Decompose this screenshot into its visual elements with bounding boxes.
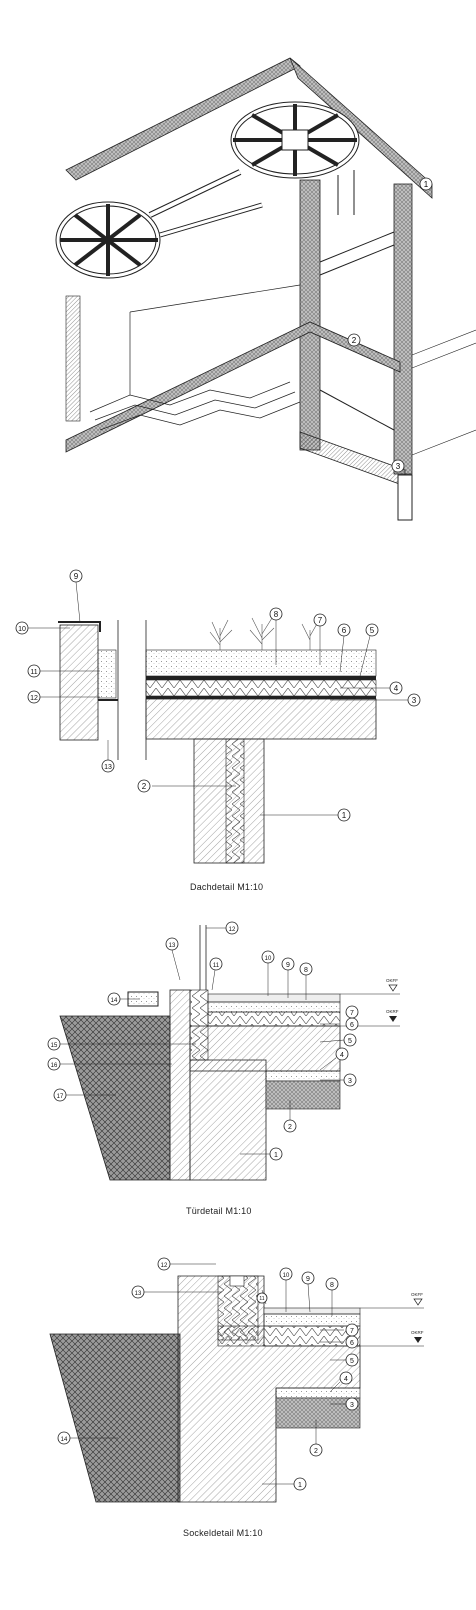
door-callout-15: 15 <box>51 1043 58 1049</box>
plinth-callout-2: 2 <box>314 1448 318 1455</box>
plinth-callout-3: 3 <box>350 1402 354 1409</box>
door-callout-5: 5 <box>348 1038 352 1045</box>
ceiling-wheel-upper <box>230 101 360 179</box>
plinth-callout-4: 4 <box>344 1376 348 1383</box>
plinth-callout-6: 6 <box>350 1340 354 1347</box>
roof-detail: 1 2 3 4 5 6 7 8 9 10 11 12 13 <box>15 569 421 864</box>
stairs <box>89 284 301 431</box>
plinth-callout-13: 13 <box>135 1291 142 1297</box>
roof-callout-2: 2 <box>142 782 147 791</box>
door-level-okrf: OKRF <box>386 1009 399 1014</box>
plinth-callout-1: 1 <box>298 1482 302 1489</box>
isometric-view: 1 2 3 <box>55 57 476 521</box>
door-callout-12: 12 <box>229 927 236 933</box>
plinth-callout-10: 10 <box>283 1273 290 1279</box>
plinth-callout-8: 8 <box>330 1282 334 1289</box>
door-callout-10: 10 <box>265 956 272 962</box>
roof-callout-11: 11 <box>30 669 37 676</box>
plinth-callout-14: 14 <box>61 1437 68 1443</box>
plinth-detail: OKFF OKRF <box>49 1257 424 1503</box>
iso-callout-2: 2 <box>352 336 357 345</box>
door-callout-13: 13 <box>169 943 176 949</box>
roof-callout-12: 12 <box>30 695 38 702</box>
plinth-callout-5: 5 <box>350 1358 354 1365</box>
plinth-callout-11: 11 <box>259 1296 264 1302</box>
roof-callout-7: 7 <box>318 616 323 625</box>
door-callout-9: 9 <box>286 962 290 969</box>
roof-callout-6: 6 <box>342 626 347 635</box>
roof-callouts <box>15 569 421 822</box>
plinth-level-okff: OKFF <box>411 1292 423 1297</box>
door-callout-16: 16 <box>51 1063 58 1069</box>
roof-callout-9: 9 <box>74 572 79 581</box>
plinth-level-okrf: OKRF <box>411 1330 424 1335</box>
roof-callout-1: 1 <box>342 811 347 820</box>
door-callout-7: 7 <box>350 1010 354 1017</box>
door-detail-caption: Türdetail M1:10 <box>186 1206 252 1216</box>
door-callout-11: 11 <box>213 963 220 969</box>
ceiling-wheel-lower <box>55 201 161 279</box>
iso-callout-3: 3 <box>396 462 401 471</box>
plinth-callout-9: 9 <box>306 1276 310 1283</box>
roof-callout-8: 8 <box>274 610 279 619</box>
door-detail: OKFF OKRF <box>47 921 400 1181</box>
plinth-callout-12: 12 <box>161 1263 168 1269</box>
door-callout-14: 14 <box>111 998 118 1004</box>
roof-callout-4: 4 <box>394 684 399 693</box>
plinth-detail-caption: Sockeldetail M1:10 <box>183 1528 263 1538</box>
door-level-okff: OKFF <box>386 978 398 983</box>
roof-callout-5: 5 <box>370 626 375 635</box>
door-callout-6: 6 <box>350 1022 354 1029</box>
roof-detail-caption: Dachdetail M1:10 <box>190 882 264 892</box>
door-callout-3: 3 <box>348 1078 352 1085</box>
roof-callout-3: 3 <box>412 696 417 705</box>
door-callout-8: 8 <box>304 967 308 974</box>
iso-callout-1: 1 <box>424 180 429 189</box>
door-callout-1: 1 <box>274 1152 278 1159</box>
roof-callout-13: 13 <box>104 764 112 771</box>
door-callout-4: 4 <box>340 1052 344 1059</box>
door-callout-2: 2 <box>288 1124 292 1131</box>
plinth-callout-7: 7 <box>350 1328 354 1335</box>
door-callout-17: 17 <box>57 1094 64 1100</box>
roof-callout-10: 10 <box>18 626 26 633</box>
